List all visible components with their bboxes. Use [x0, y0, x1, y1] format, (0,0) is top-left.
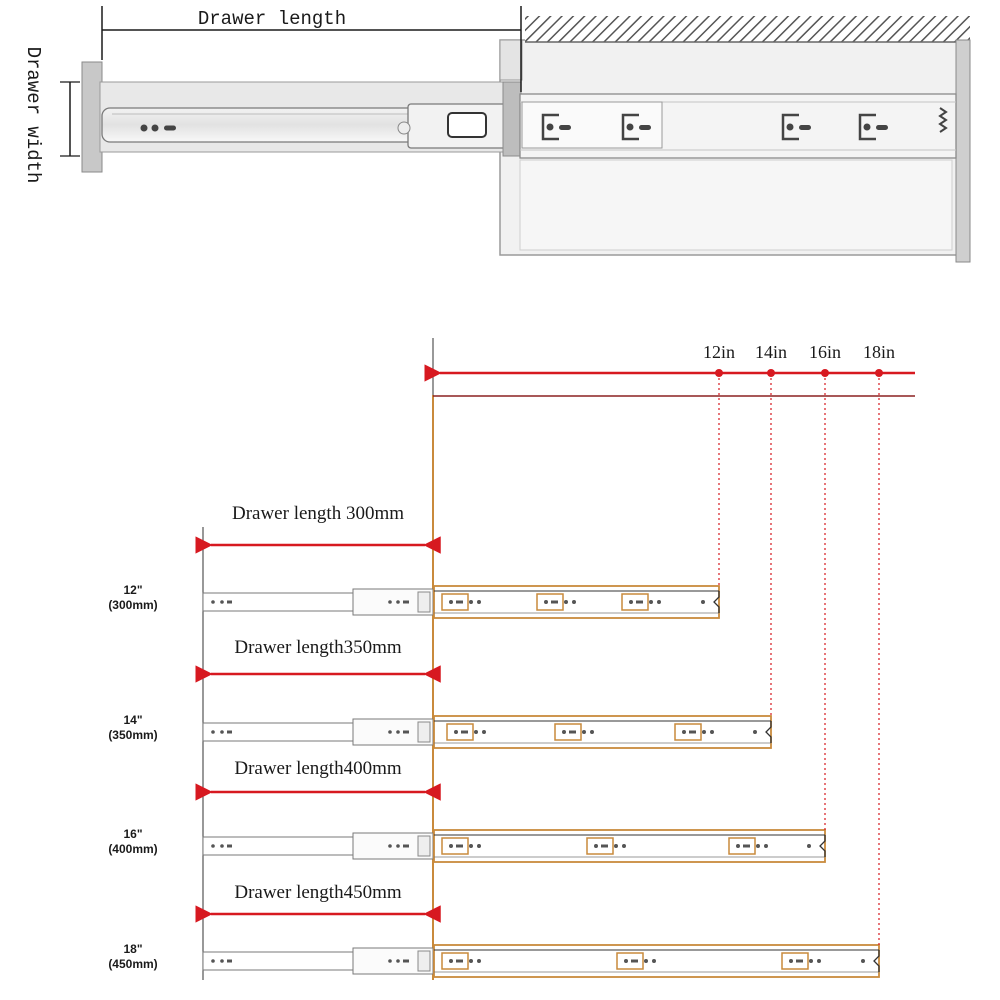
inner-rail-segment [202, 588, 434, 616]
scale-marker-label: 16in [809, 342, 841, 362]
rail-mounting-slot [536, 593, 576, 611]
rail-mounting-slot [446, 723, 486, 741]
size-inch-label: 14" [123, 713, 142, 727]
rail-mounting-slot [586, 837, 626, 855]
mounting-slot [541, 113, 571, 141]
size-mm-label: (450mm) [108, 957, 157, 971]
drawer-width-label: Drawer width [22, 47, 44, 184]
rail-mounting-slot [674, 723, 714, 741]
size-mm-label: (300mm) [108, 598, 157, 612]
drawer-length-row-label: Drawer length400mm [234, 758, 401, 779]
drawer-front-panel [81, 61, 103, 173]
scale-marker-label: 14in [755, 342, 787, 362]
size-inch-label: 18" [123, 942, 142, 956]
rail-mounting-slot [616, 952, 656, 970]
mounting-slot [781, 113, 811, 141]
rail-mounting-slot [554, 723, 594, 741]
outer-rail-segment [433, 585, 720, 619]
rail-mounting-slot [441, 952, 481, 970]
cabinet-inner-panel [519, 159, 953, 251]
mounting-slot [621, 113, 651, 141]
inner-rail-segment [202, 718, 434, 746]
mounting-slot [858, 113, 888, 141]
size-row: Drawer length400mm 16"(400mm) [108, 373, 826, 863]
scale-marker-label: 18in [863, 342, 895, 362]
size-mm-label: (350mm) [108, 728, 157, 742]
size-inch-label: 16" [123, 827, 142, 841]
outer-rail-segment [433, 715, 772, 749]
size-row: Drawer length 300mm 12"(300mm) [108, 373, 720, 619]
scale-marker-label: 12in [703, 342, 735, 362]
drawer-length-row-label: Drawer length 300mm [232, 503, 404, 524]
cabinet-side-wall [955, 39, 971, 263]
inner-rail-segment [202, 947, 434, 975]
size-row: Drawer length350mm 14"(350mm) [108, 373, 772, 749]
drawer-length-row-label: Drawer length450mm [234, 882, 401, 903]
size-inch-label: 12" [123, 583, 142, 597]
size-mm-label: (400mm) [108, 842, 157, 856]
outer-rail-segment [433, 829, 826, 863]
drawer-length-row-label: Drawer length350mm [234, 637, 401, 658]
outer-rail-segment [433, 944, 880, 978]
cabinet-top-hatch [525, 16, 970, 42]
drawer-length-label: Drawer length [198, 8, 346, 30]
size-row: Drawer length450mm 18"(450mm) [108, 373, 880, 978]
top-illustration: Drawer length Drawer width [22, 6, 971, 263]
scale-markers: 12in 14in 16in 18in [703, 342, 895, 377]
rail-mounting-slot [728, 837, 768, 855]
rail-mounting-slot [441, 593, 481, 611]
release-lever [447, 112, 487, 138]
rail-mounting-slot [441, 837, 481, 855]
cabinet-post [502, 81, 522, 157]
rail-mounting-slot [621, 593, 661, 611]
rail-mounting-slot [781, 952, 821, 970]
inner-rail-segment [202, 832, 434, 860]
